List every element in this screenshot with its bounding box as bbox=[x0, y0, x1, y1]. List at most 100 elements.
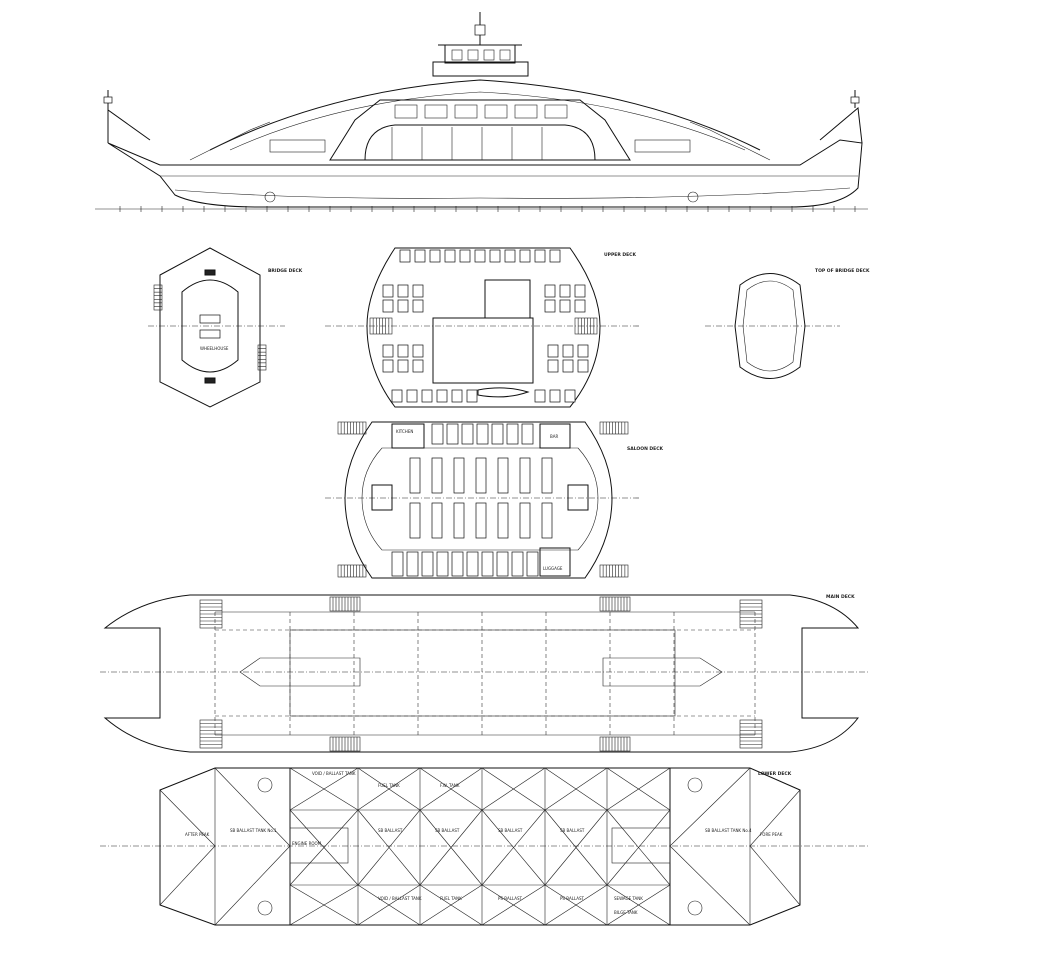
bilge-label: BILGE TANK bbox=[614, 910, 638, 915]
saloon-stair-aft bbox=[371, 484, 393, 511]
fuel-bottom-label: FUEL TANK bbox=[440, 896, 462, 901]
ballast-c1-label: SB BALLAST bbox=[378, 828, 403, 833]
bench-row bbox=[453, 502, 465, 539]
bar-room bbox=[539, 423, 571, 449]
seat-block bbox=[414, 249, 426, 263]
peak-diagonal bbox=[749, 789, 801, 847]
aft-peak-label: AFTER PEAK bbox=[185, 832, 210, 837]
seat-block bbox=[429, 249, 441, 263]
saloon-glazing bbox=[364, 124, 596, 161]
bridge-deck-outline bbox=[159, 247, 261, 408]
seat-block bbox=[397, 284, 409, 298]
bench-row bbox=[519, 502, 531, 539]
upper-deck-seating bbox=[382, 249, 589, 403]
bridge-railing bbox=[432, 61, 529, 77]
aft-railing bbox=[269, 139, 326, 153]
seat-block bbox=[577, 344, 589, 358]
stair-frame bbox=[369, 317, 393, 335]
bench-row bbox=[409, 502, 421, 539]
seat-block bbox=[577, 359, 589, 373]
seat-block bbox=[519, 249, 531, 263]
upper-deck-plan: UPPER DECK bbox=[325, 247, 640, 408]
bench-row bbox=[497, 457, 509, 494]
main-deck-title: MAIN DECK bbox=[826, 594, 855, 600]
aft-ramp bbox=[107, 109, 151, 143]
ballast-c2-label: SB BALLAST bbox=[435, 828, 460, 833]
lifeboat bbox=[477, 387, 530, 398]
seat-block bbox=[412, 284, 424, 298]
tank-diagonal bbox=[544, 809, 608, 886]
seat-block bbox=[391, 389, 403, 403]
fore-propeller bbox=[687, 191, 699, 203]
seat-block bbox=[574, 299, 586, 313]
seat-block bbox=[382, 344, 394, 358]
seat-block bbox=[544, 284, 556, 298]
peak-diagonal bbox=[159, 789, 216, 847]
seat-block bbox=[511, 551, 524, 577]
seat-block bbox=[446, 423, 459, 445]
fore-railing bbox=[634, 139, 691, 153]
tank-diagonal bbox=[289, 884, 359, 926]
seat-block bbox=[491, 423, 504, 445]
profile-superstructure bbox=[329, 99, 631, 161]
tank-diagonal bbox=[481, 767, 546, 811]
seat-block bbox=[549, 249, 561, 263]
seat-block bbox=[559, 299, 571, 313]
ballast-c3-label: SB BALLAST bbox=[498, 828, 523, 833]
tank-diagonal bbox=[357, 884, 421, 926]
seat-block bbox=[397, 359, 409, 373]
stair-frame bbox=[337, 421, 367, 435]
profile-hull bbox=[107, 139, 863, 208]
upper-deck-title: UPPER DECK bbox=[604, 252, 636, 258]
seat-block bbox=[521, 423, 534, 445]
bridge-stair-stbd bbox=[257, 344, 267, 371]
aft-trunk-stbd bbox=[257, 900, 273, 916]
stair-frame bbox=[599, 421, 629, 435]
car-deck-area bbox=[289, 629, 676, 717]
main-deck-stairs bbox=[199, 596, 763, 752]
stair-frame bbox=[337, 564, 367, 578]
seat-block bbox=[382, 284, 394, 298]
peak-diagonal bbox=[669, 767, 751, 847]
bridge-deck-plan: BRIDGE DECK WHEELHOUSE bbox=[148, 247, 303, 408]
upper-deck-stair-fwd bbox=[574, 317, 598, 335]
void-bottom-label: VOID / BALLAST TANK bbox=[378, 896, 422, 901]
saloon-deck-title: SALOON DECK bbox=[627, 446, 664, 452]
seat-block bbox=[406, 551, 419, 577]
seat-block bbox=[562, 359, 574, 373]
bridge-stair-port bbox=[153, 284, 163, 311]
stair-frame bbox=[153, 284, 163, 311]
seat-block bbox=[489, 249, 501, 263]
fore-ramp bbox=[819, 107, 863, 144]
seat-block bbox=[444, 249, 456, 263]
aft-hatch bbox=[239, 657, 361, 687]
mast-platform bbox=[474, 24, 486, 36]
tank-diagonal bbox=[289, 809, 359, 886]
fore-peak-label: FORE PEAK bbox=[760, 832, 783, 837]
tank-diagonal bbox=[419, 809, 483, 886]
tank-diagonal bbox=[481, 809, 546, 886]
luggage-room bbox=[539, 547, 571, 577]
seat-block bbox=[451, 389, 463, 403]
wheelhouse-window-2 bbox=[467, 49, 479, 61]
bench-row bbox=[475, 457, 487, 494]
seat-block bbox=[397, 344, 409, 358]
tank-diagonal bbox=[357, 809, 421, 886]
bridge-roof-outline bbox=[734, 273, 806, 379]
seat-block bbox=[421, 389, 433, 403]
upper-deck-outline bbox=[366, 247, 601, 408]
fore-hatch bbox=[602, 657, 723, 687]
peak-diagonal bbox=[669, 845, 751, 926]
stair-frame bbox=[599, 564, 629, 578]
engine-room-aft bbox=[289, 827, 349, 864]
tank-diagonal bbox=[544, 767, 608, 811]
saloon-deck-outline bbox=[344, 421, 613, 579]
seat-block bbox=[534, 249, 546, 263]
upper-window bbox=[394, 104, 418, 119]
seat-block bbox=[562, 344, 574, 358]
tank-diagonal bbox=[544, 884, 608, 926]
bench-row bbox=[431, 502, 443, 539]
tank-diagonal bbox=[289, 767, 359, 811]
sb-ballast-aft-label: SB BALLAST TANK No.1 bbox=[230, 828, 277, 833]
lower-deck-tank-diagonals bbox=[289, 767, 671, 926]
